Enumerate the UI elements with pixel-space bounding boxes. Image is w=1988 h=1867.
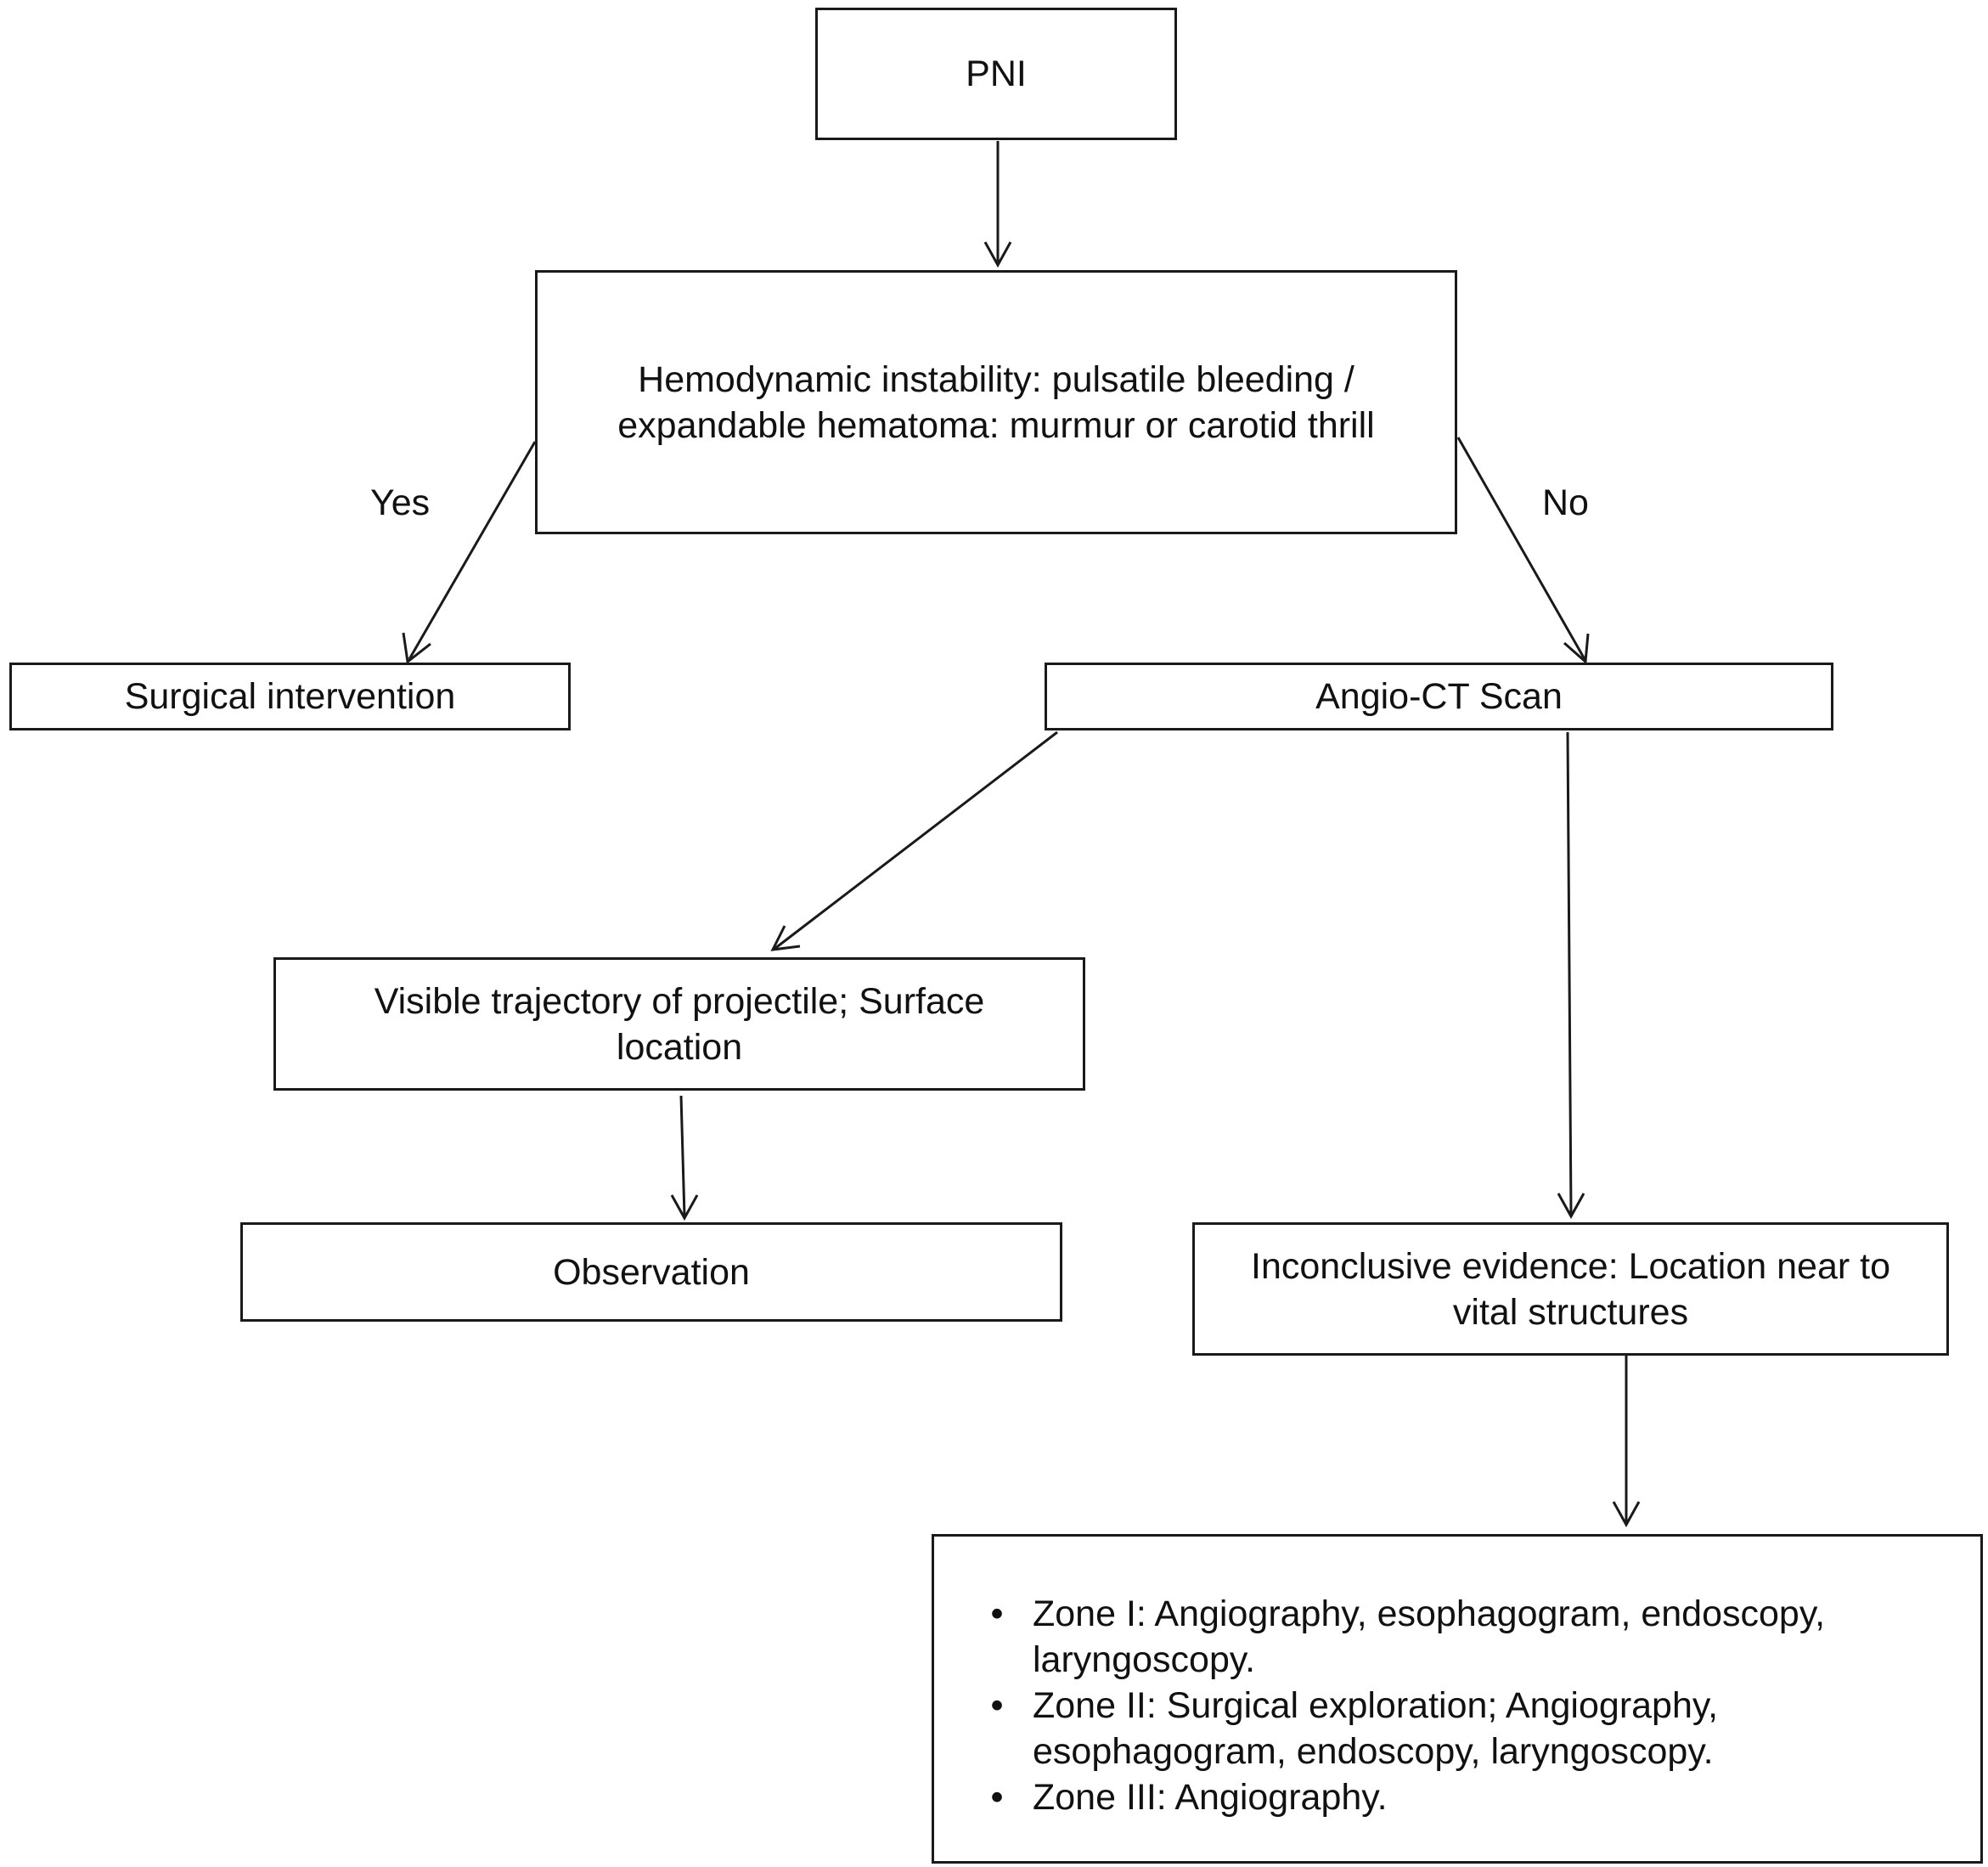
visible-trajectory-label: Visible trajectory of projectile; Surfac… (374, 980, 985, 1068)
arrowhead-inconclusive-to-zones (1612, 1501, 1641, 1528)
observation-label: Observation (553, 1251, 750, 1293)
inconclusive-evidence-label: Inconclusive evidence: Location near to … (1251, 1245, 1890, 1333)
zone-text: Zone III: Angiography. (1033, 1777, 1388, 1818)
bullet-icon: • (990, 1777, 1004, 1818)
bullet-icon: • (990, 1685, 1004, 1726)
hemodynamic-instability-box: Hemodynamic instability: pulsatile bleed… (535, 270, 1457, 534)
zone-text: Zone I: Angiography, esophagogram, endos… (1033, 1593, 1826, 1680)
zones-box: • Zone I: Angiography, esophagogram, end… (932, 1534, 1983, 1864)
angio-ct-scan-box: Angio-CT Scan (1045, 663, 1833, 730)
arrow-no-to-angio-ct (1456, 437, 1586, 660)
zone-list-item: • Zone III: Angiography. (980, 1774, 1946, 1820)
bullet-icon: • (990, 1593, 1004, 1634)
arrowhead-yes-to-surgical (402, 632, 431, 664)
zones-list: • Zone I: Angiography, esophagogram, end… (980, 1591, 1946, 1820)
angio-ct-scan-label: Angio-CT Scan (1315, 676, 1563, 717)
arrow-visible-to-observation (679, 1095, 686, 1217)
arrowhead-visible-to-observation (670, 1194, 699, 1221)
observation-box: Observation (240, 1222, 1062, 1322)
zone-list-item: • Zone II: Surgical exploration; Angiogr… (980, 1683, 1946, 1774)
yes-edge-label: Yes (370, 482, 431, 523)
surgical-intervention-label: Surgical intervention (124, 676, 456, 717)
arrow-angio-to-visible (774, 730, 1058, 950)
inconclusive-evidence-box: Inconclusive evidence: Location near to … (1192, 1222, 1949, 1356)
arrowhead-no-to-angio-ct (1563, 633, 1590, 665)
zone-list-item: • Zone I: Angiography, esophagogram, end… (980, 1591, 1946, 1683)
pni-box: PNI (815, 8, 1177, 140)
no-edge-label: No (1542, 482, 1589, 523)
zone-text: Zone II: Surgical exploration; Angiograp… (1033, 1685, 1719, 1772)
pni-label: PNI (966, 54, 1027, 94)
arrowhead-pni-to-hemodynamic (983, 241, 1012, 268)
visible-trajectory-box: Visible trajectory of projectile; Surfac… (273, 957, 1085, 1091)
hemodynamic-instability-label: Hemodynamic instability: pulsatile bleed… (617, 358, 1375, 446)
arrow-yes-to-surgical (408, 441, 537, 660)
arrowhead-angio-to-visible (770, 925, 801, 951)
surgical-intervention-box: Surgical intervention (9, 663, 571, 730)
arrowhead-angio-to-inconclusive (1557, 1193, 1585, 1220)
arrow-angio-to-inconclusive (1566, 731, 1573, 1216)
